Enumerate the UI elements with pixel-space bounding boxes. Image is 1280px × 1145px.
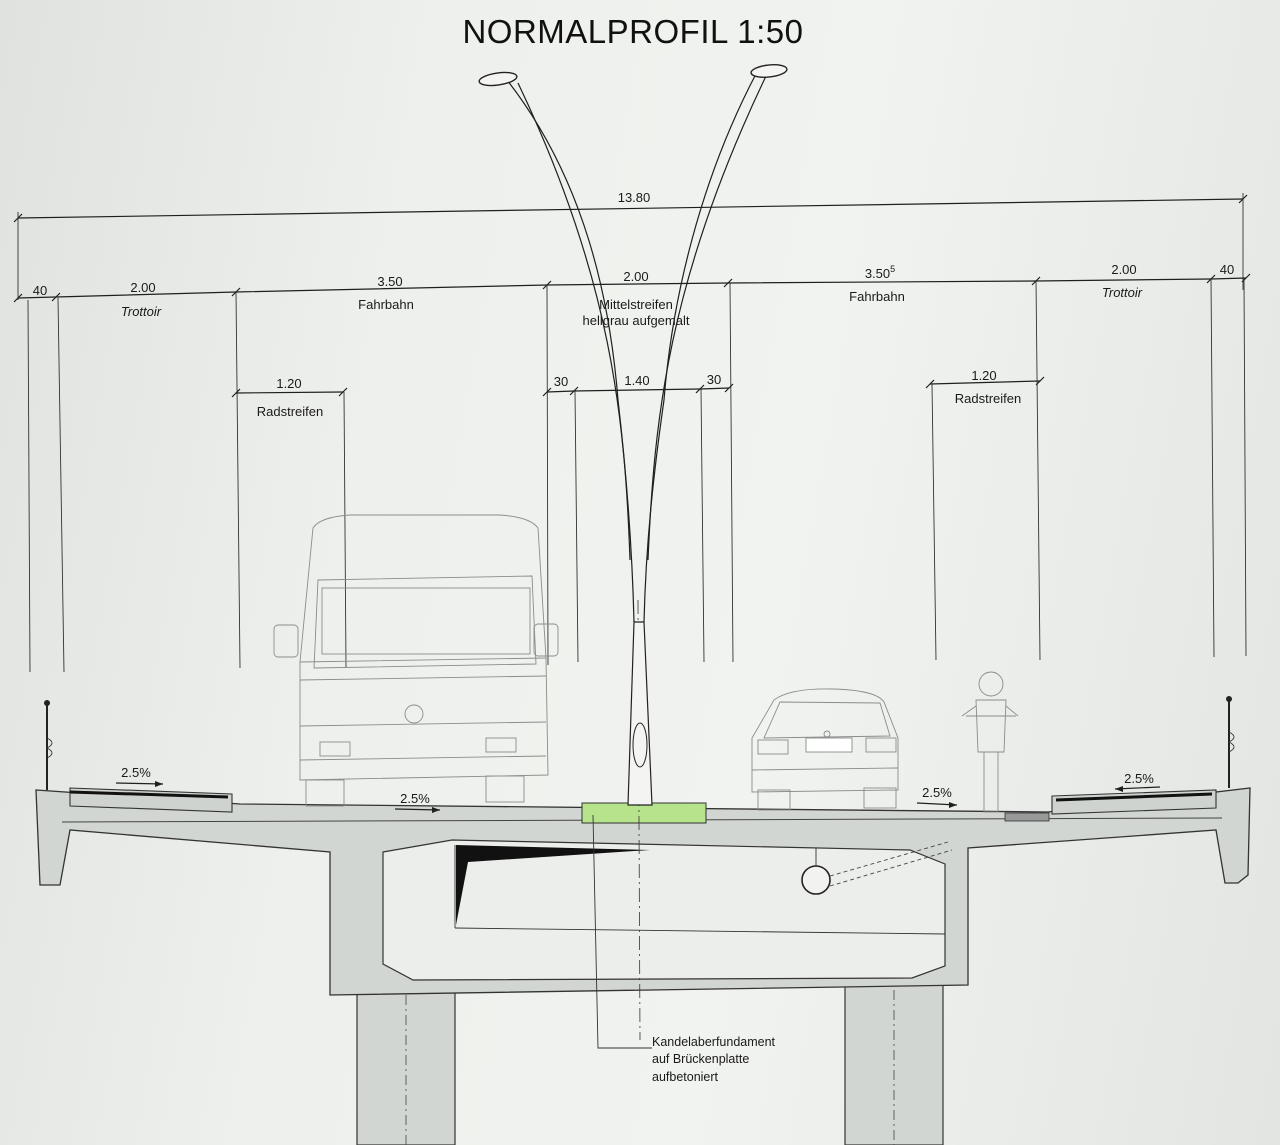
dim-edge-left: 40	[33, 283, 47, 298]
dim-fahrbahn-left: 3.50	[377, 274, 402, 289]
drain-pipe-icon	[801, 865, 831, 895]
label-radstreifen-left: Radstreifen	[257, 404, 323, 419]
drawing-title: NORMALPROFIL 1:50	[462, 13, 803, 50]
note-line-2: auf Brückenplatte	[652, 1052, 749, 1066]
lamp-foundation	[581, 802, 707, 824]
radstreifen-left-dimension	[235, 391, 344, 394]
dim-radstreifen-right: 1.20	[971, 368, 996, 383]
cyclist-icon	[961, 671, 1019, 813]
radstreifen-right-dimension	[929, 380, 1041, 385]
bridge-structure	[35, 599, 1251, 1145]
dim-fahrbahn-right: 3.505	[865, 264, 895, 281]
dim-trottoir-right: 2.00	[1111, 262, 1136, 277]
total-dimension-line	[17, 198, 1244, 219]
slope-left-sidewalk: 2.5%	[121, 765, 151, 780]
note-line-3: aufbetoniert	[652, 1070, 719, 1084]
label-mittelstreifen-1: Mittelstreifen	[599, 297, 673, 312]
slope-left-road: 2.5%	[400, 791, 430, 806]
dim-median-offset-left: 30	[554, 374, 568, 389]
median-dimension-line	[546, 387, 730, 393]
slope-right-sidewalk: 2.5%	[1124, 771, 1154, 786]
slope-right-road: 2.5%	[922, 785, 952, 800]
label-radstreifen-right: Radstreifen	[955, 391, 1021, 406]
wedge-mark	[456, 845, 650, 925]
note-leader-line	[592, 814, 652, 1049]
dim-mittelstreifen: 2.00	[623, 269, 648, 284]
label-trottoir-left: Trottoir	[121, 304, 162, 319]
label-fahrbahn-left: Fahrbahn	[358, 297, 414, 312]
dim-trottoir-left: 2.00	[130, 280, 155, 295]
dim-edge-right: 40	[1220, 262, 1234, 277]
street-lamp-icon	[478, 64, 788, 806]
label-mittelstreifen-2: hellgrau aufgemalt	[583, 313, 690, 328]
label-fahrbahn-right: Fahrbahn	[849, 289, 905, 304]
component-dimension-line	[17, 277, 1247, 299]
slope-labels: 2.5% 2.5% 2.5% 2.5%	[115, 765, 1161, 813]
label-trottoir-right: Trottoir	[1102, 285, 1143, 300]
car-icon	[751, 688, 899, 811]
dimension-lines	[13, 193, 1251, 673]
truck-icon	[273, 514, 559, 807]
note-line-1: Kandelaberfundament	[652, 1035, 776, 1049]
dim-total: 13.80	[618, 190, 651, 205]
dim-radstreifen-left: 1.20	[276, 376, 301, 391]
dim-median-offset-right: 30	[707, 372, 721, 387]
dim-median-inner: 1.40	[624, 373, 649, 388]
